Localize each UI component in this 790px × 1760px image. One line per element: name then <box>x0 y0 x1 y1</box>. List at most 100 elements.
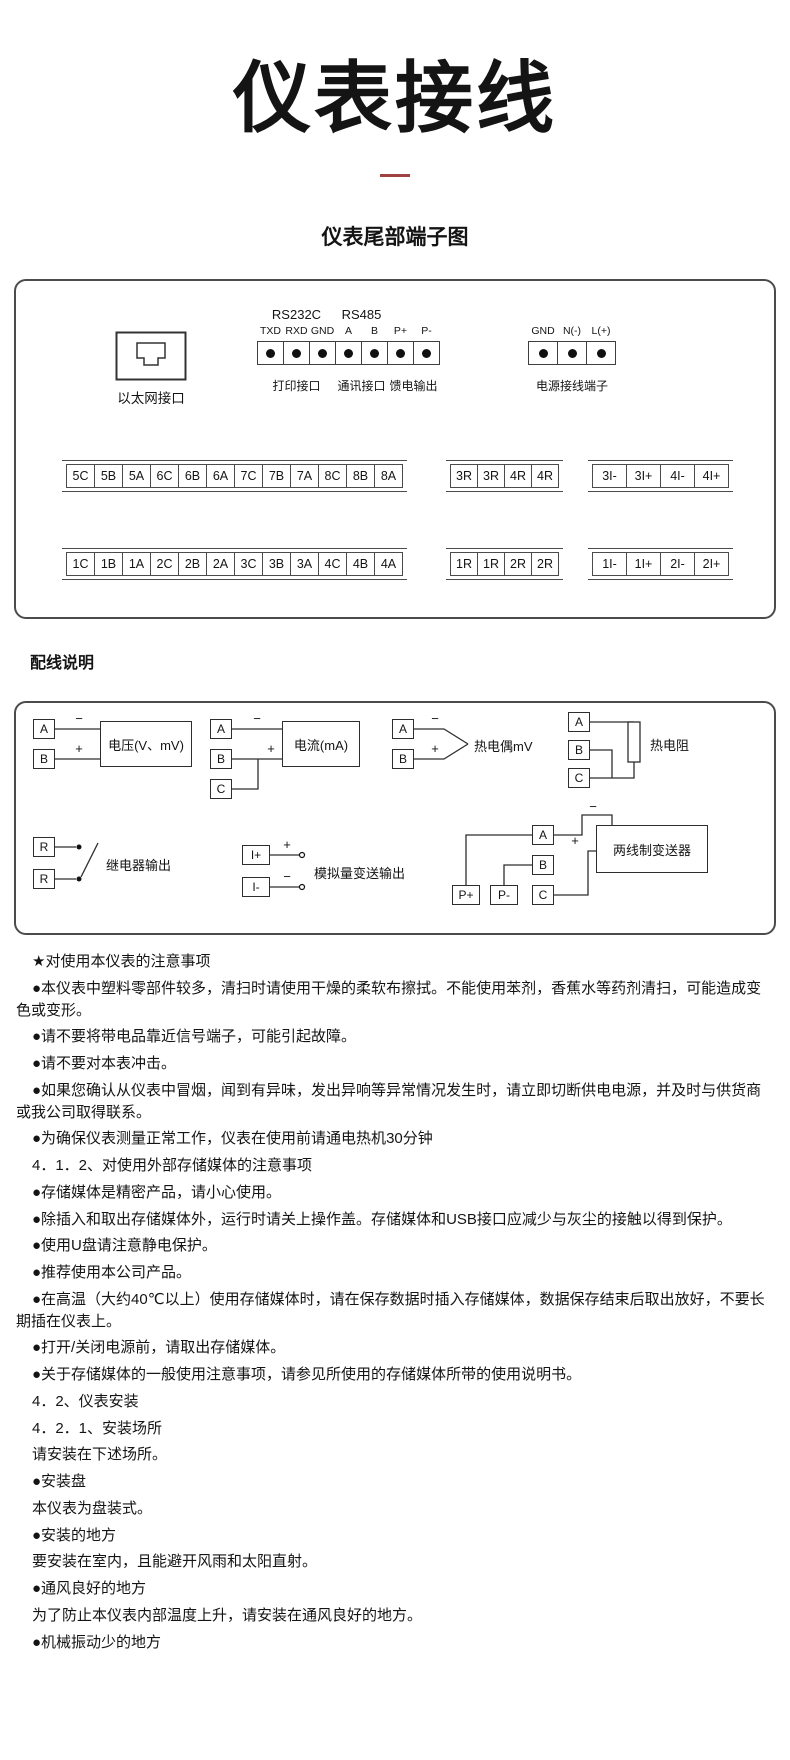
terminal-cell: 2A <box>206 552 235 576</box>
polarity-plus: + <box>267 741 275 756</box>
screw-terminal-dot <box>266 348 275 358</box>
wiring-notes-heading: 配线说明 <box>30 655 95 672</box>
power-pin-label: N(-) <box>562 325 582 337</box>
terminal-cell: 1I- <box>592 552 627 576</box>
comm-pin-label: TXD <box>260 325 281 337</box>
analog-output-label: 模拟量变送输出 <box>314 866 406 881</box>
comm-pin-label: P+ <box>393 325 408 337</box>
comm-terminal <box>361 341 388 365</box>
note-paragraph: 为了防止本仪表内部温度上升，请安装在通风良好的地方。 <box>32 1606 423 1624</box>
thermocouple-terminal-a: A <box>392 719 414 739</box>
note-paragraph: ●通风良好的地方 <box>32 1580 147 1597</box>
note-paragraph: 4．1．2、对使用外部存储媒体的注意事项 <box>32 1157 313 1174</box>
note-paragraph: 要安装在室内，且能避开风雨和太阳直射。 <box>32 1553 318 1571</box>
screw-terminal-dot <box>567 348 577 358</box>
rtd-label: 热电阻 <box>650 738 690 753</box>
terminal-cell: 1B <box>94 552 123 576</box>
polarity-plus: + <box>431 741 439 756</box>
feed-output-label: 馈电输出 <box>389 379 438 393</box>
note-paragraph: ●打开/关闭电源前，请取出存储媒体。 <box>32 1339 286 1357</box>
transmitter-terminal-pplus: P+ <box>452 885 480 905</box>
terminal-cell: 3I- <box>592 464 627 488</box>
rtd-terminal-a: A <box>568 712 590 732</box>
terminal-cell: 1R <box>450 552 478 576</box>
terminal-cell: 4R <box>531 464 559 488</box>
terminal-cell: 7C <box>234 464 263 488</box>
title-divider <box>380 174 410 177</box>
terminal-cell: 4I+ <box>694 464 729 488</box>
terminal-cell: 8B <box>346 464 375 488</box>
terminal-cell: 8C <box>318 464 347 488</box>
terminal-cell: 3I+ <box>626 464 661 488</box>
note-paragraph: 4．2．1、安装场所 <box>32 1419 163 1437</box>
relay-terminal-r2: R <box>33 869 55 889</box>
terminal-cell: 4I- <box>660 464 695 488</box>
terminal-cell: 6B <box>178 464 207 488</box>
print-port-label: 打印接口 <box>272 379 321 393</box>
terminal-cell: 4R <box>504 464 532 488</box>
comm-terminal <box>309 341 336 365</box>
comm-pin-label: A <box>344 325 352 337</box>
terminal-cell: 4C <box>318 552 347 576</box>
voltage-terminal-a: A <box>33 719 55 739</box>
thermocouple-terminal-b: B <box>392 749 414 769</box>
rs485-label: RS485 <box>341 307 382 322</box>
power-pin-label: GND <box>531 325 555 337</box>
note-paragraph: ●存储媒体是精密产品，请小心使用。 <box>32 1183 282 1201</box>
terminal-strip-row1-current: 3I-3I+4I-4I+ <box>588 460 733 492</box>
comm-pin-label: RXD <box>285 325 308 337</box>
polarity-minus: − <box>75 711 83 726</box>
power-terminal <box>557 341 587 365</box>
screw-terminal-dot <box>344 348 353 358</box>
comm-terminal <box>257 341 284 365</box>
resistor-symbol <box>627 721 641 763</box>
note-paragraph: ●请不要对本表冲击。 <box>32 1055 177 1072</box>
note-paragraph: ●请不要将带电品靠近信号端子，可能引起故障。 <box>32 1028 357 1046</box>
terminal-cell: 2I+ <box>694 552 729 576</box>
rtd-terminal-c: C <box>568 768 590 788</box>
ethernet-port-label: 以太网接口 <box>117 391 185 406</box>
comm-pin-label: P- <box>421 325 432 337</box>
transmitter-terminal-b: B <box>532 855 554 875</box>
relay-switch-symbol <box>80 842 99 878</box>
polarity-minus: − <box>253 711 261 726</box>
screw-terminal-dot <box>396 348 405 358</box>
terminal-strip-row2-current: 1I-1I+2I-2I+ <box>588 548 733 580</box>
power-terminal <box>586 341 616 365</box>
note-paragraph: 4．2、仪表安装 <box>32 1392 139 1410</box>
analog-terminal-iplus: I+ <box>242 845 270 865</box>
terminal-cell: 5B <box>94 464 123 488</box>
comm-pin-label: GND <box>310 325 335 337</box>
power-block-label: 电源接线端子 <box>535 379 608 393</box>
terminal-diagram-heading: 仪表尾部端子图 <box>321 226 469 249</box>
note-paragraph: ●使用U盘请注意静电保护。 <box>32 1237 217 1255</box>
note-paragraph: ★对使用本仪表的注意事项 <box>32 953 211 970</box>
terminal-cell: 3R <box>450 464 478 488</box>
terminal-cell: 4A <box>374 552 403 576</box>
note-paragraph: ●安装盘 <box>32 1473 87 1490</box>
notes-section: ★对使用本仪表的注意事项●本仪表中塑料零部件较多，清扫时请使用干燥的柔软布擦拭。… <box>0 935 790 1688</box>
terminal-cell: 3R <box>477 464 505 488</box>
polarity-plus: + <box>75 741 83 756</box>
comm-terminal-strip <box>257 341 440 365</box>
relay-output-label: 继电器输出 <box>106 858 172 873</box>
relay-terminal-r1: R <box>33 837 55 857</box>
thermocouple-symbol <box>414 728 469 745</box>
power-terminal <box>528 341 558 365</box>
transmitter-terminal-a: A <box>532 825 554 845</box>
terminal-cell: 2B <box>178 552 207 576</box>
screw-terminal-dot <box>422 348 431 358</box>
voltage-terminal-b: B <box>33 749 55 769</box>
transmitter-terminal-c: C <box>532 885 554 905</box>
note-paragraph: ●为确保仪表测量正常工作，仪表在使用前请通电热机30分钟 <box>32 1130 433 1148</box>
comm-terminal <box>413 341 440 365</box>
note-paragraph: ●安装的地方 <box>32 1526 117 1544</box>
terminal-cell: 4B <box>346 552 375 576</box>
polarity-plus: + <box>283 837 291 852</box>
terminal-cell: 1I+ <box>626 552 661 576</box>
terminal-cell: 3B <box>262 552 291 576</box>
